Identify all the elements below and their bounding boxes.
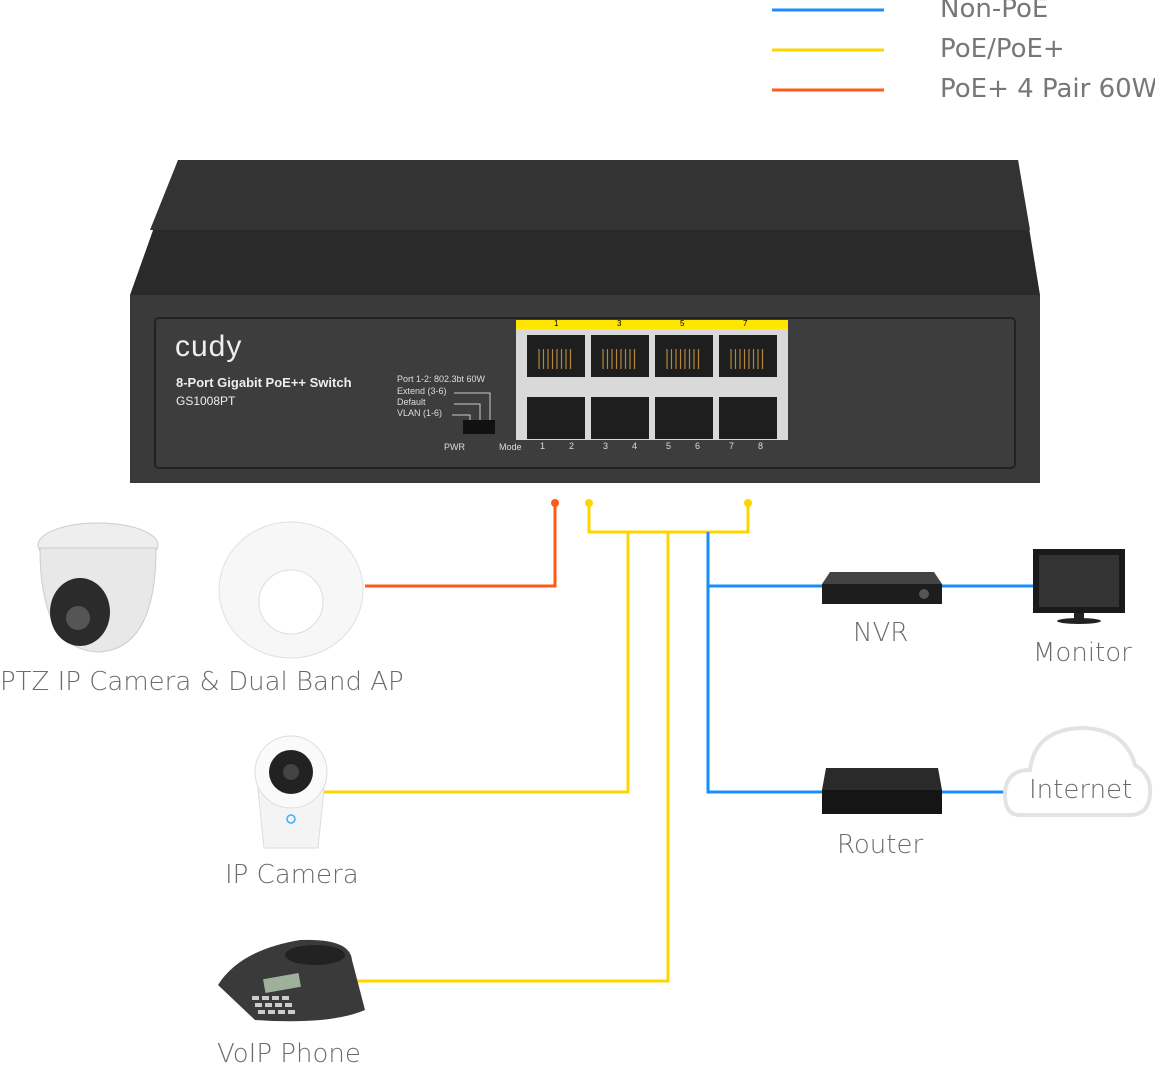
- mode-button-label: Mode: [499, 442, 522, 452]
- switch-name: 8-Port Gigabit PoE++ Switch: [176, 375, 352, 390]
- legend-label-non-poe: Non-PoE: [940, 0, 1049, 24]
- rj45-port-5: [655, 335, 713, 377]
- label-monitor: Monitor: [1033, 638, 1132, 668]
- ip-camera-image: [254, 735, 328, 849]
- port-label-band: [516, 320, 788, 329]
- legend-label-poe: PoE/PoE+: [940, 34, 1065, 64]
- line-poe-bus: [587, 503, 750, 534]
- switch-device: [130, 160, 1040, 483]
- monitor-image: [1033, 549, 1125, 624]
- rj45-port-8: [719, 397, 777, 439]
- line-poe-voip: [355, 532, 670, 983]
- port-led-label-5: 5: [666, 441, 672, 451]
- voip-phone-image: [218, 939, 365, 1022]
- port-number-3: 3: [617, 319, 622, 328]
- port-led-label-1: 1: [540, 441, 546, 451]
- port-led-label-3: 3: [603, 441, 609, 451]
- label-internet: Internet: [1029, 775, 1133, 805]
- rj45-port-4: [591, 397, 649, 439]
- label-voip-phone: VoIP Phone: [217, 1039, 361, 1065]
- nvr-image: [822, 572, 942, 604]
- rj45-port-6: [655, 397, 713, 439]
- switch-model: GS1008PT: [176, 394, 236, 408]
- mode-switch: [463, 420, 495, 434]
- pwr-led-label: PWR: [444, 442, 465, 452]
- label-ip-camera: IP Camera: [225, 860, 359, 890]
- port-led-label-6: 6: [695, 441, 701, 451]
- brand-logo: cudy: [175, 330, 243, 363]
- line-poe-ip-camera: [322, 532, 630, 794]
- line-non-poe-trunk: [706, 532, 822, 794]
- rj45-port-2: [527, 397, 585, 439]
- rj45-port-3: [591, 335, 649, 377]
- port-number-5: 5: [680, 319, 685, 328]
- label-router: Router: [837, 830, 924, 860]
- ptz-camera-image: [37, 522, 159, 653]
- mode-line-4: VLAN (1-6): [397, 408, 443, 418]
- access-point-image: [218, 521, 364, 659]
- line-poe-4pair-ptz: [365, 503, 557, 588]
- label-ptz-ap: PTZ IP Camera & Dual Band AP: [0, 667, 404, 697]
- router-image: [822, 768, 942, 814]
- rj45-port-1: [527, 335, 585, 377]
- port-led-label-2: 2: [569, 441, 575, 451]
- rj45-port-7: [719, 335, 777, 377]
- port-number-7: 7: [743, 319, 748, 328]
- mode-line-3: Default: [397, 397, 426, 407]
- label-nvr: NVR: [853, 618, 909, 648]
- port-led-label-7: 7: [729, 441, 735, 451]
- mode-line-2: Extend (3-6): [397, 386, 447, 396]
- mode-line-1: Port 1-2: 802.3bt 60W: [397, 374, 486, 384]
- cloud-icon: [1002, 725, 1153, 817]
- port-led-label-4: 4: [632, 441, 638, 451]
- port-led-label-8: 8: [758, 441, 764, 451]
- port-number-1: 1: [554, 319, 559, 328]
- legend-label-poe-4pair: PoE+ 4 Pair 60W: [940, 74, 1155, 104]
